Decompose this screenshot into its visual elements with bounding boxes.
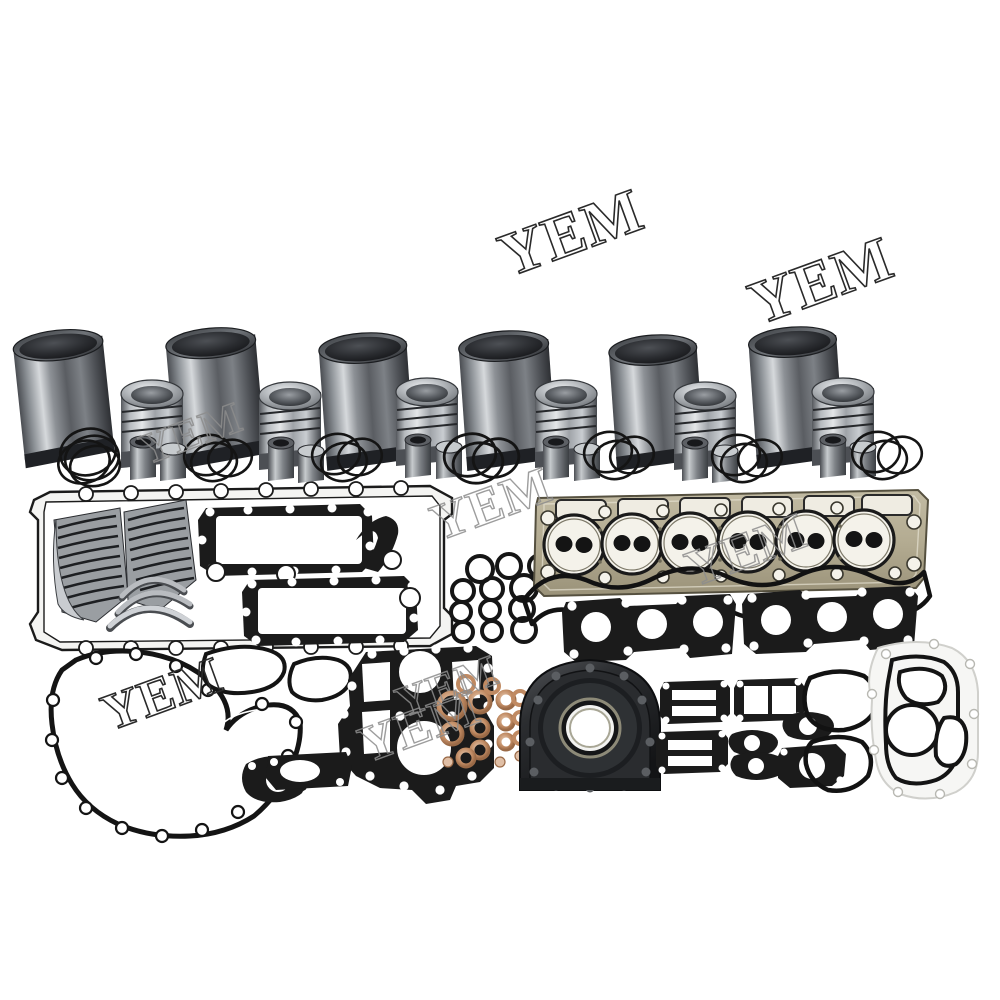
watermark-mid-right: YEM [678,502,814,598]
wrist-pin-set [129,433,877,483]
water-pump-gasket [866,638,980,800]
watermark-lower-left: YEM [94,646,230,742]
watermark-mid-left: YEM [423,456,559,552]
rear-main-seal-housing [519,658,661,793]
piston-ring-sets [57,427,924,488]
timing-gear-plate-gasket [266,643,494,804]
watermark-top-center: YEM [490,176,652,290]
watermark-upper-left: YEM [133,392,249,474]
oil-cooler-gaskets [197,503,421,647]
main-bearing-shells [52,499,197,632]
small-flange-gaskets [656,669,879,793]
cylinder-head-gasket [532,488,930,598]
exhaust-manifold-gaskets [562,586,918,662]
watermark-top-right: YEM [740,224,902,338]
